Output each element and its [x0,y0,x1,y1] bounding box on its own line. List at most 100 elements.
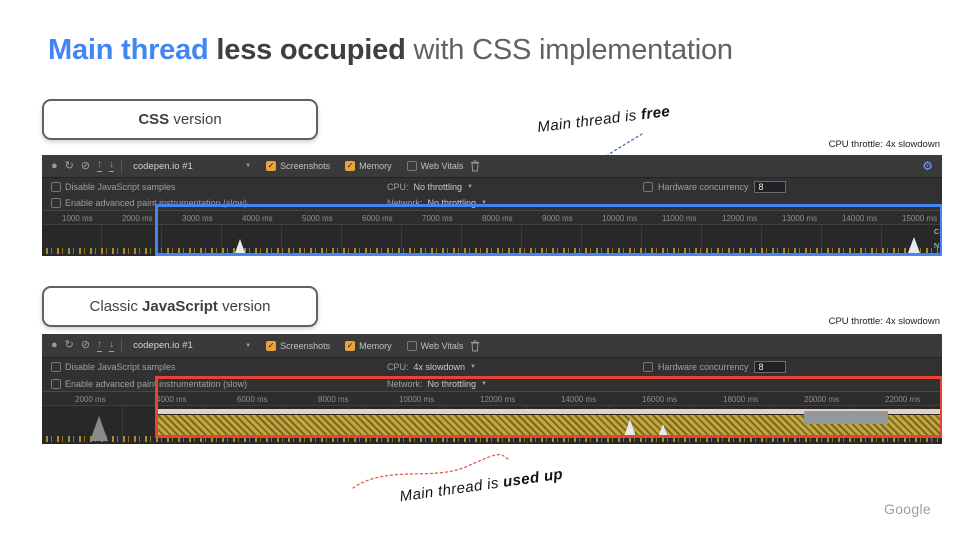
devtools-panel-js: ● ↻ ⊘ ↑ ↓ codepen.io #1▼ ✓Screenshots ✓M… [42,334,942,444]
memory-checkbox[interactable]: ✓ [345,161,356,171]
web-vitals-toggle[interactable]: Web Vitals [406,161,464,171]
css-version-label-bold: CSS [138,111,170,128]
network-throttling-select[interactable]: Network:No throttling▼ [387,198,487,208]
cpu-label: CPU: [387,181,409,192]
cpu-throttling-select[interactable]: CPU:4x slowdown▼ [387,362,476,372]
clear-icon[interactable]: ⊘ [80,339,91,351]
timeline-tick: 2000 ms [75,395,106,404]
disable-js-samples-toggle[interactable]: Disable JavaScript samples [51,362,176,372]
js-version-label-pre: Classic [89,298,143,315]
web-vitals-toggle[interactable]: Web Vitals [406,340,464,351]
timeline-tick: 1000 ms [62,214,93,223]
devtools-settings-row-2: Enable advanced paint instrumentation (s… [42,195,942,211]
screenshots-toggle[interactable]: ✓Screenshots [266,340,330,351]
record-button[interactable]: ● [51,339,58,351]
web-vitals-label: Web Vitals [420,340,464,351]
chevron-down-icon: ▼ [481,199,487,206]
devtools-toolbar: ● ↻ ⊘ ↑ ↓ codepen.io #1▼ ✓Screenshots ✓M… [42,334,942,358]
paint-instrumentation-toggle[interactable]: Enable advanced paint instrumentation (s… [51,378,248,389]
paint-instrumentation-label: Enable advanced paint instrumentation (s… [65,378,248,389]
network-value: No throttling [427,378,477,389]
trash-icon[interactable] [470,160,480,172]
memory-label: Memory [359,340,392,351]
hardware-concurrency-label: Hardware concurrency [658,181,749,192]
clear-icon[interactable]: ⊘ [80,159,91,172]
activity-peak [908,237,920,253]
timeline-tick: 8000 ms [318,395,349,404]
record-button[interactable]: ● [51,159,58,172]
hardware-concurrency-label: Hardware concurrency [658,362,749,372]
memory-toggle[interactable]: ✓Memory [345,161,392,171]
hardware-concurrency-checkbox[interactable] [643,362,653,372]
timeline-tick: 12000 ms [480,395,516,404]
timeline-tick: 10000 ms [602,214,638,223]
trash-icon[interactable] [470,340,480,352]
timeline-tick: 6000 ms [237,395,268,404]
performance-timeline-track[interactable] [42,225,942,256]
frames-strip [156,409,940,414]
network-label: Network: [387,378,423,389]
annotation-free-text: Main thread is [536,106,643,137]
load-profile-icon[interactable]: ↑ [97,338,103,352]
activity-peak [658,424,668,437]
cpu-throttle-note-css: CPU throttle: 4x slowdown [828,139,940,150]
timeline-tick: 4000 ms [242,214,273,223]
reload-icon[interactable]: ↻ [64,339,74,351]
gear-icon[interactable]: ⚙ [922,159,933,173]
web-vitals-checkbox[interactable] [406,161,417,171]
paint-instrumentation-checkbox[interactable] [51,378,61,389]
hardware-concurrency-checkbox[interactable] [643,181,653,192]
js-version-label: Classic JavaScript version [42,286,318,327]
page-select-value: codepen.io #1 [133,340,193,351]
devtools-settings-row-2: Enable advanced paint instrumentation (s… [42,376,942,392]
memory-toggle[interactable]: ✓Memory [345,340,392,351]
paint-instrumentation-checkbox[interactable] [51,197,61,208]
main-thread-activity-sparkline [46,248,938,254]
network-throttling-select[interactable]: Network: No throttling ▼ [387,379,487,389]
timeline-tick: 20000 ms [804,395,840,404]
web-vitals-label: Web Vitals [420,161,464,171]
hardware-concurrency-input[interactable]: 8 [753,180,786,193]
hardware-concurrency-input[interactable]: 8 [753,361,786,373]
chevron-down-icon: ▼ [470,364,476,370]
web-vitals-checkbox[interactable] [406,340,417,351]
cpu-value: No throttling [413,181,463,192]
track-edge-label-cpu: C [933,229,939,236]
title-rest: with CSS implementation [405,34,733,66]
long-task-block [804,411,888,424]
chevron-down-icon: ▼ [467,183,473,190]
timeline-tick: 3000 ms [182,214,213,223]
timeline-tick: 12000 ms [722,214,758,223]
paint-instrumentation-toggle[interactable]: Enable advanced paint instrumentation (s… [51,197,247,208]
timeline-tick: 11000 ms [662,214,697,223]
performance-timeline-track[interactable] [42,406,942,444]
cpu-throttling-select[interactable]: CPU: No throttling ▼ [387,182,473,192]
screenshots-toggle[interactable]: ✓Screenshots [266,161,330,171]
screenshots-label: Screenshots [280,161,331,171]
disable-js-samples-toggle[interactable]: Disable JavaScript samples [51,181,176,192]
hardware-concurrency-control[interactable]: Hardware concurrency 8 [643,180,786,193]
disable-js-samples-checkbox[interactable] [51,181,61,192]
page-select-dropdown[interactable]: codepen.io #1 ▼ [133,161,251,172]
save-profile-icon[interactable]: ↓ [109,338,115,352]
save-profile-icon[interactable]: ↓ [109,159,115,172]
reload-icon[interactable]: ↻ [64,159,74,172]
page-select-dropdown[interactable]: codepen.io #1▼ [133,340,251,351]
screenshots-checkbox[interactable]: ✓ [266,161,277,171]
network-value: No throttling [427,197,477,208]
page-select-value: codepen.io #1 [133,160,193,172]
disable-js-samples-checkbox[interactable] [51,362,61,372]
memory-checkbox[interactable]: ✓ [345,340,356,351]
cpu-value: 4x slowdown [413,362,466,372]
timeline-tick: 18000 ms [723,395,759,404]
devtools-settings-row-1: Disable JavaScript samples CPU:4x slowdo… [42,358,942,376]
load-profile-icon[interactable]: ↑ [97,159,103,172]
timeline-tick: 13000 ms [782,214,818,223]
timeline-tick: 6000 ms [362,214,393,223]
timeline-tick: 9000 ms [542,214,573,223]
hardware-concurrency-control[interactable]: Hardware concurrency 8 [643,361,786,373]
chevron-down-icon: ▼ [481,380,487,387]
screenshots-checkbox[interactable]: ✓ [266,340,277,351]
toolbar-divider [121,339,123,352]
chevron-down-icon: ▼ [245,163,252,169]
